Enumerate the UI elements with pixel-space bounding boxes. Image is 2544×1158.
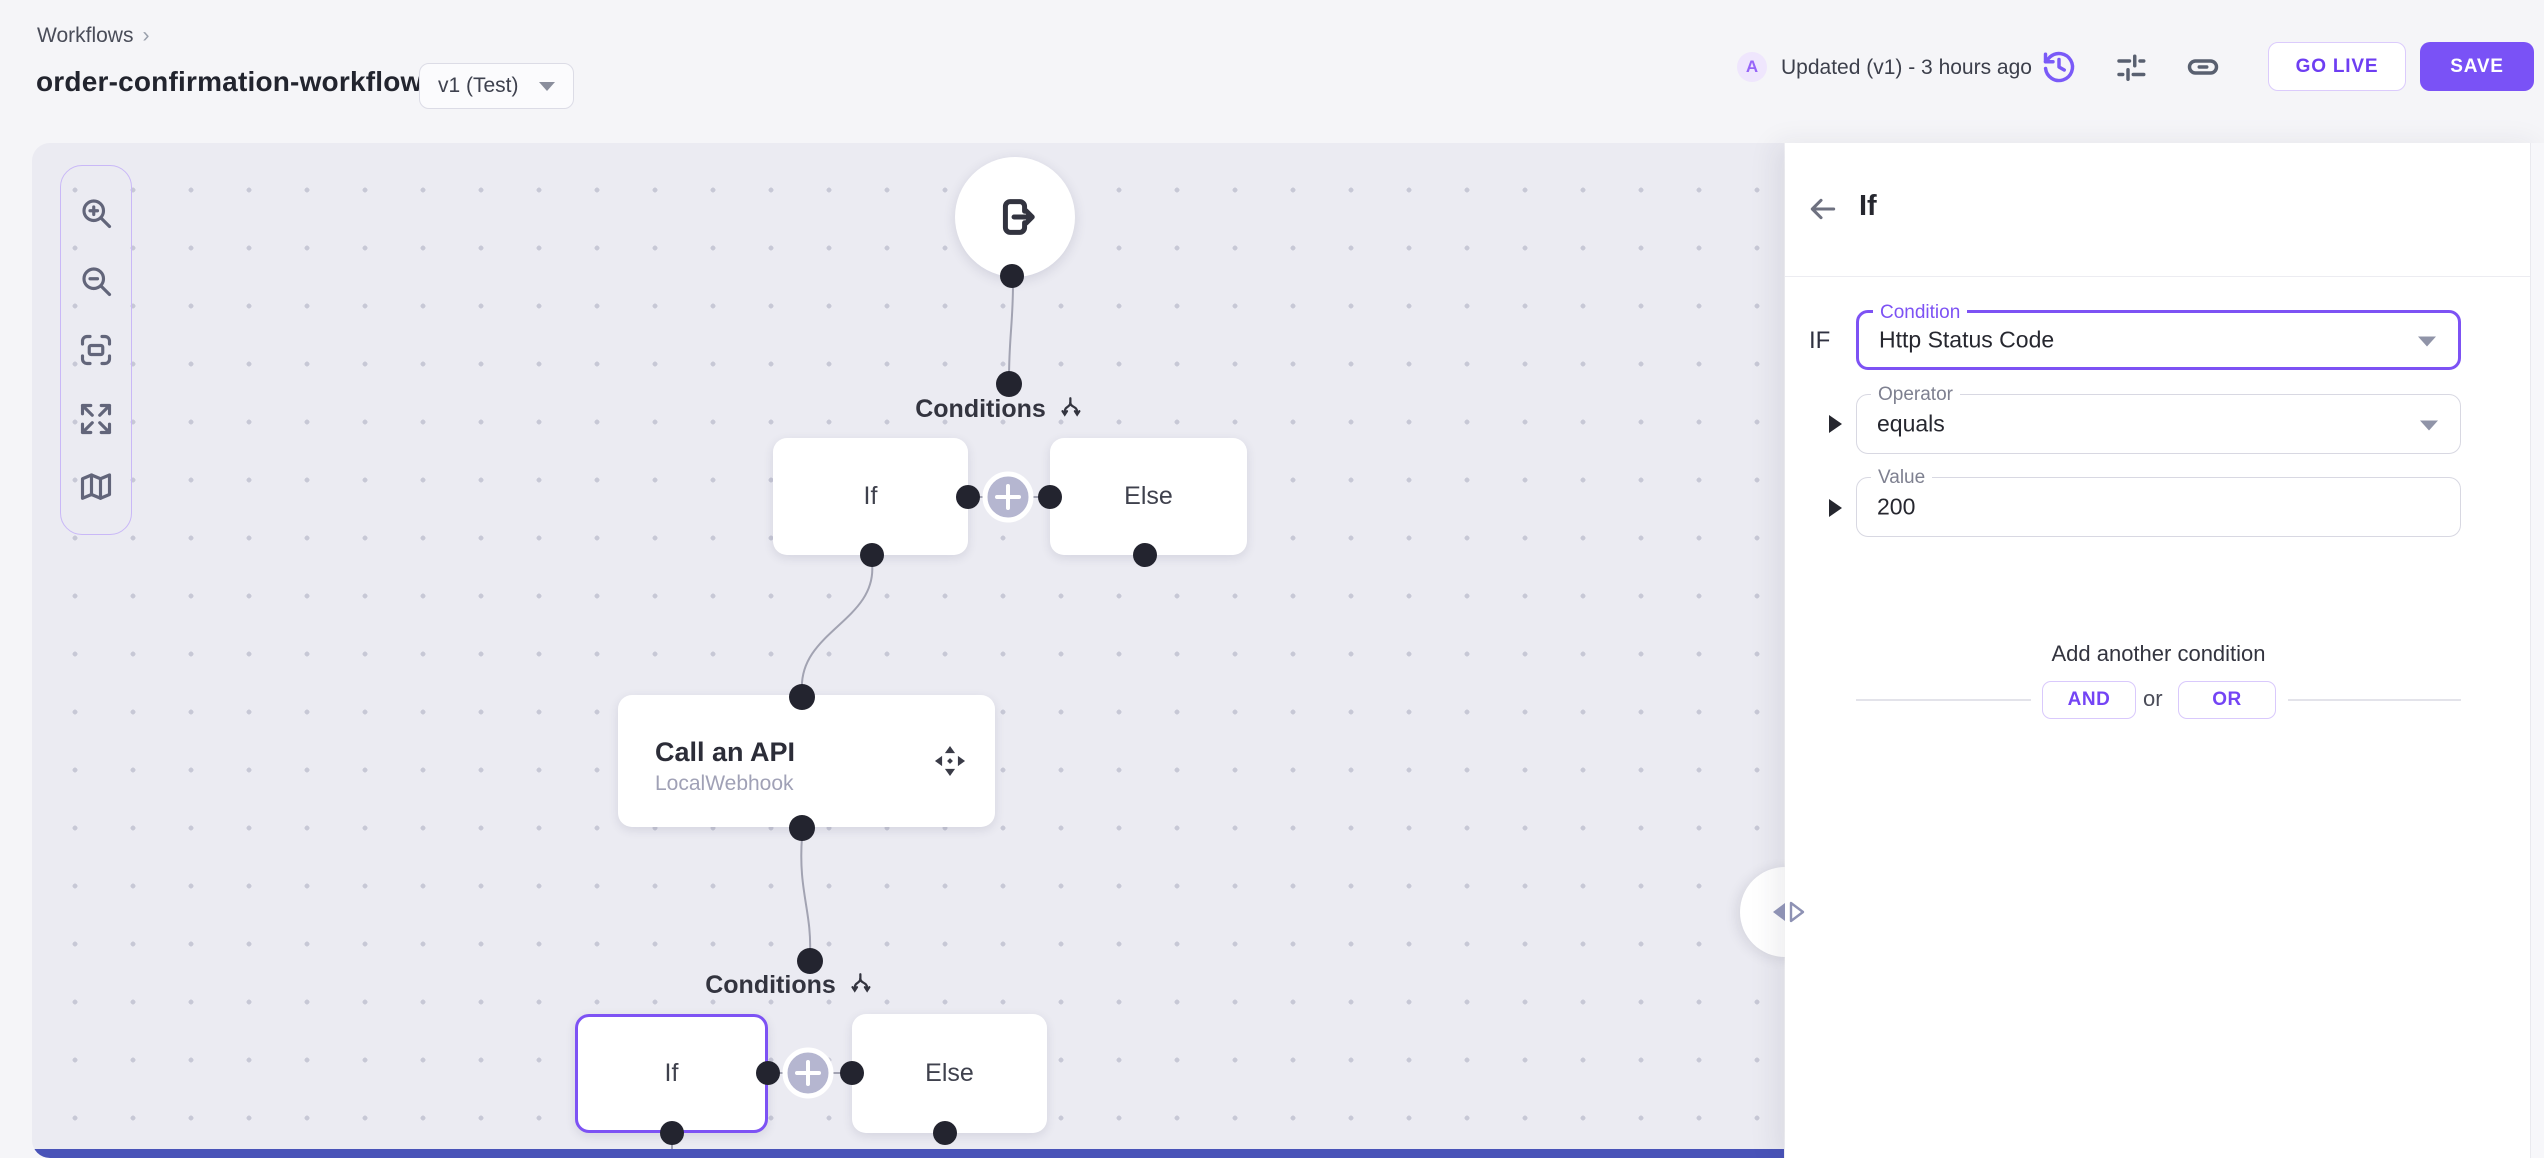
branch-icon-2: [851, 973, 871, 993]
page-title: order-confirmation-workflow: [36, 66, 423, 97]
divider-left: [1856, 699, 2031, 701]
if-node-1-label: If: [863, 482, 878, 510]
breadcrumb-chevron-icon: ›: [142, 24, 150, 47]
minimap-button[interactable]: [74, 465, 118, 509]
add-or-condition-button[interactable]: OR: [2178, 681, 2276, 719]
chevron-down-icon: [539, 81, 555, 91]
value-row-expander[interactable]: [1829, 499, 1842, 517]
conditions-group-label: Conditions: [860, 395, 1140, 424]
canvas-toolbar: [60, 165, 132, 535]
version-dropdown-label: v1 (Test): [438, 74, 519, 97]
chevron-down-icon: [2420, 420, 2438, 431]
panel-header: If: [1785, 143, 2544, 277]
or-word: or: [2143, 686, 2163, 711]
else-node-2[interactable]: Else: [852, 1014, 1047, 1133]
version-history-button[interactable]: [2038, 46, 2080, 88]
divider-right: [2288, 699, 2461, 701]
copy-link-button[interactable]: [2182, 46, 2224, 88]
updated-status-text: Updated (v1) - 3 hours ago: [1781, 56, 2032, 79]
operator-field-label: Operator: [1871, 384, 1960, 406]
if-prefix-label: IF: [1809, 327, 1831, 354]
edge-trigger-to-conditions-1: [1008, 282, 1014, 380]
call-api-node[interactable]: Call an API LocalWebhook: [618, 695, 995, 827]
value-field-label: Value: [1871, 467, 1933, 489]
back-button[interactable]: [1803, 189, 1843, 229]
history-icon: [2043, 51, 2075, 83]
conditions-text-2: Conditions: [705, 971, 836, 999]
value-input[interactable]: Value 200: [1856, 467, 2461, 537]
avatar: A: [1737, 52, 1767, 82]
else-node-1-label: Else: [1124, 482, 1173, 510]
panel-title: If: [1859, 190, 1877, 222]
fit-view-icon: [80, 334, 112, 366]
arrow-left-icon: [1810, 198, 1836, 220]
add-branch-button-1[interactable]: [982, 471, 1034, 523]
trigger-node[interactable]: [955, 157, 1075, 277]
breadcrumb-workflows-link[interactable]: Workflows: [37, 24, 134, 47]
version-dropdown[interactable]: v1 (Test): [419, 63, 574, 109]
step-config-panel: If IF Condition Http Status Code Operato…: [1785, 143, 2544, 1158]
zoom-in-icon: [82, 199, 112, 228]
go-live-button[interactable]: GO LIVE: [2268, 42, 2406, 91]
if-node-1[interactable]: If: [773, 438, 968, 555]
condition-field-label: Condition: [1873, 302, 1968, 324]
drag-handle[interactable]: [931, 742, 969, 780]
if-node-2-label: If: [664, 1059, 679, 1087]
breadcrumb: Workflows ›: [37, 24, 149, 48]
edge-if1-to-api: [800, 562, 874, 692]
handle-conditions-1-top[interactable]: [996, 371, 1022, 397]
operator-select[interactable]: Operator equals: [1856, 384, 2461, 454]
zoom-in-button[interactable]: [74, 191, 118, 235]
expand-icon: [80, 403, 112, 434]
panel-scrollbar[interactable]: [2530, 143, 2544, 1158]
conditions-text: Conditions: [915, 395, 1046, 423]
branch-icon: [1061, 397, 1081, 417]
chevron-down-icon: [2418, 336, 2436, 347]
plus-icon-2: [795, 1060, 821, 1086]
call-api-node-title: Call an API: [655, 737, 796, 767]
move-icon: [934, 745, 966, 777]
value-field-value: 200: [1877, 493, 1916, 520]
condition-field-value: Http Status Code: [1879, 326, 2055, 353]
fullscreen-button[interactable]: [74, 397, 118, 441]
canvas-bottom-bar: [32, 1149, 1784, 1158]
else-node-2-label: Else: [925, 1059, 974, 1087]
operator-field-value: equals: [1877, 410, 1945, 437]
sliders-icon: [2117, 54, 2146, 82]
add-condition-heading: Add another condition: [2051, 641, 2266, 666]
zoom-out-icon: [82, 267, 112, 297]
save-button[interactable]: SAVE: [2420, 42, 2534, 91]
trigger-exit-icon: [1002, 199, 1035, 235]
workflow-canvas[interactable]: Conditions If Else Call an API LocalWebh…: [32, 143, 1784, 1158]
edge-api-to-conditions-2: [800, 836, 812, 956]
map-icon: [80, 473, 112, 501]
call-api-node-subtitle: LocalWebhook: [655, 772, 794, 795]
add-branch-button-2[interactable]: [782, 1047, 834, 1099]
top-header: Workflows › order-confirmation-workflow …: [0, 0, 2544, 143]
workflow-edges: [660, 264, 1157, 1158]
panel-collapse-toggle[interactable]: [1769, 900, 1807, 924]
zoom-out-button[interactable]: [74, 259, 118, 303]
conditions-group-label-2: Conditions: [650, 971, 930, 1000]
add-and-condition-button[interactable]: AND: [2042, 681, 2136, 719]
link-icon: [2187, 59, 2219, 75]
condition-select[interactable]: Condition Http Status Code: [1856, 302, 2461, 370]
fit-view-button[interactable]: [74, 328, 118, 372]
workflow-preferences-button[interactable]: [2110, 46, 2152, 88]
else-node-1[interactable]: Else: [1050, 438, 1247, 555]
collapse-arrows-icon: [1773, 901, 1805, 923]
operator-row-expander[interactable]: [1829, 415, 1842, 433]
plus-icon: [995, 484, 1021, 510]
if-node-2-selected[interactable]: If: [575, 1014, 768, 1133]
